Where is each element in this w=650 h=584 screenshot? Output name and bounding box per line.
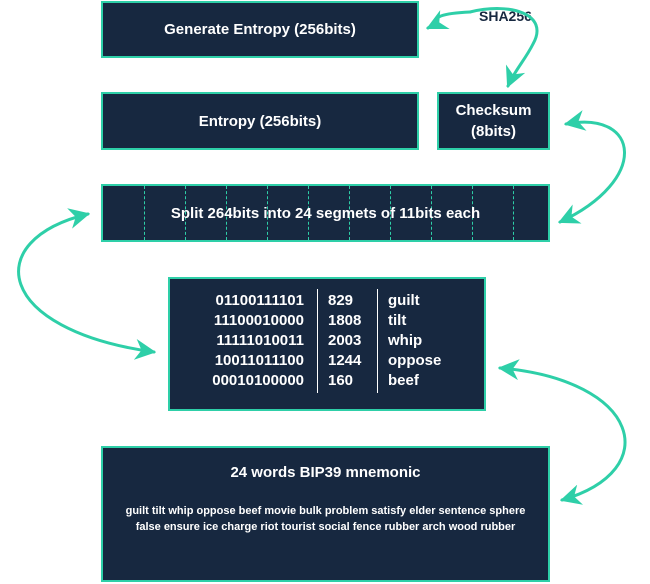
sha256-arrow [426,10,472,30]
generate-entropy-box: Generate Entropy (256bits) [101,1,419,58]
word-column: guilt tilt whip oppose beef [388,291,441,391]
segment-divider [513,186,514,240]
checksum-box: Checksum (8bits) [437,92,550,150]
index-cell: 829 [328,292,354,309]
segment-word-table: 01100111101 11100010000 11111010011 1001… [168,277,486,411]
bits-column: 01100111101 11100010000 11111010011 1001… [212,291,304,391]
bits-cell: 00010100000 [212,372,304,389]
mnemonic-title: 24 words BIP39 mnemonic [230,464,421,481]
checksum-label-line2: (8bits) [471,123,516,140]
word-cell: guilt [388,292,420,309]
segment-divider [144,186,145,240]
bits-cell: 01100111101 [215,292,304,309]
bits-cell: 11100010000 [213,312,304,329]
sha256-label: SHA256 [479,8,532,24]
mnemonic-words: guilt tilt whip oppose beef movie bulk p… [125,505,526,533]
entropy-label: Entropy (256bits) [198,112,322,130]
index-cell: 1808 [328,312,362,329]
column-divider [317,289,318,393]
segment-divider [472,186,473,240]
split-segments-box: Split 264bits into 24 segmets of 11bits … [101,184,550,242]
word-cell: tilt [388,312,407,329]
word-cell: oppose [388,352,442,369]
bits-cell: 11111010011 [216,332,304,349]
column-divider [377,289,378,393]
segment-divider [349,186,350,240]
segment-divider [185,186,186,240]
index-column: 829 1808 2003 1244 160 [328,291,361,391]
entropy-box: Entropy (256bits) [101,92,419,150]
segment-divider [431,186,432,240]
index-cell: 1244 [328,352,362,369]
bits-cell: 10011011100 [214,352,304,369]
segment-divider [226,186,227,240]
generate-entropy-label: Generate Entropy (256bits) [164,21,356,38]
segment-divider [267,186,268,240]
index-cell: 160 [328,372,354,389]
split-label: Split 264bits into 24 segmets of 11bits … [170,204,481,222]
segment-divider [390,186,391,240]
mnemonic-box: 24 words BIP39 mnemonic guilt tilt whip … [101,446,550,582]
word-cell: beef [388,372,419,389]
word-cell: whip [388,332,423,349]
index-cell: 2003 [328,332,362,349]
checksum-label-line1: Checksum [455,102,532,119]
checksum-split-arrow [558,110,626,224]
segment-divider [308,186,309,240]
